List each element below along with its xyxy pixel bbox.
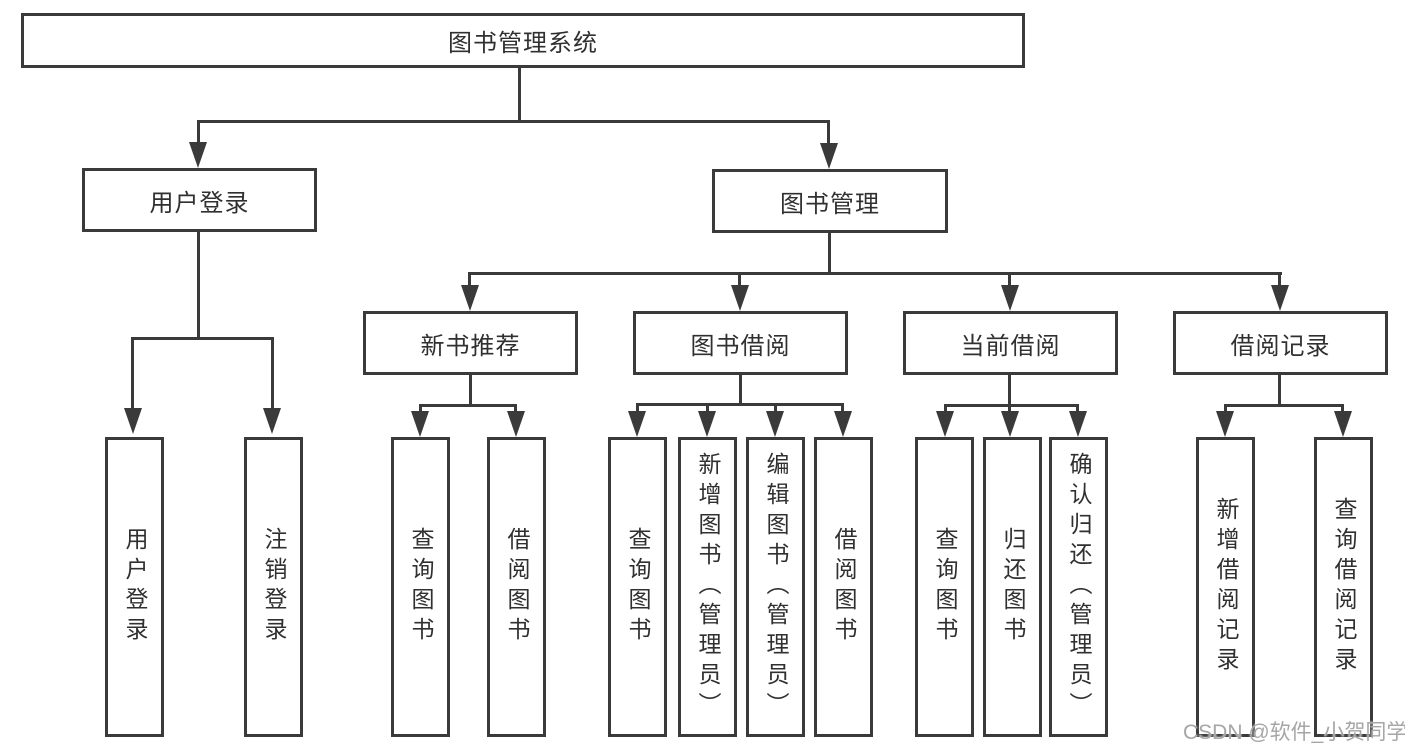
csdn-watermark: CSDN @软件_小贺同学 [1183, 721, 1405, 744]
connector-line [1076, 404, 1079, 412]
connector-line [1008, 272, 1011, 287]
arrow-down-icon [263, 408, 281, 434]
leaf-return-book: 归还图书 [983, 437, 1042, 737]
connector-line [636, 403, 844, 406]
arrow-down-icon [189, 142, 207, 168]
node-new-book-recommend-label: 新书推荐 [420, 332, 521, 360]
connector-line [469, 375, 472, 406]
connector-line [1008, 374, 1011, 407]
leaf-user-login: 用户登录 [105, 437, 164, 737]
leaf-query-book-2: 查询图书 [608, 437, 667, 737]
arrow-down-icon [936, 411, 954, 437]
leaf-query-book-1-label: 查询图书 [408, 527, 434, 647]
node-book-borrow-label: 图书借阅 [690, 332, 791, 360]
connector-line [419, 404, 422, 412]
connector-line [1008, 404, 1011, 412]
node-book-management-label: 图书管理 [780, 190, 880, 218]
node-book-borrow: 图书借阅 [633, 311, 848, 375]
connector-line [944, 404, 947, 412]
leaf-add-borrow-record: 新增借阅记录 [1196, 437, 1255, 737]
leaf-query-book-1: 查询图书 [391, 437, 450, 737]
connector-line [944, 404, 1079, 407]
arrow-down-icon [820, 143, 838, 169]
node-borrow-record: 借阅记录 [1173, 311, 1388, 375]
arrow-down-icon [1001, 411, 1019, 437]
arrow-down-icon [1271, 285, 1289, 311]
connector-line [636, 403, 639, 412]
connector-line [468, 272, 471, 287]
arrow-down-icon [411, 411, 429, 437]
arrow-down-icon [628, 411, 646, 437]
connector-line [514, 404, 517, 412]
leaf-logout: 注销登录 [244, 437, 303, 737]
connector-line [828, 233, 831, 274]
connector-line [827, 120, 830, 145]
leaf-confirm-return-admin: 确认归还（管理员） [1049, 437, 1108, 737]
connector-line [739, 375, 742, 405]
connector-line [468, 272, 1282, 275]
leaf-add-book-admin-label: 新增图书（管理员） [695, 452, 721, 722]
arrow-down-icon [698, 411, 716, 437]
connector-line [197, 232, 200, 337]
connector-line [518, 68, 521, 120]
connector-line [271, 337, 274, 410]
leaf-add-book-admin: 新增图书（管理员） [678, 437, 737, 737]
leaf-query-borrow-record-label: 查询借阅记录 [1331, 497, 1357, 677]
arrow-down-icon [1069, 411, 1087, 437]
arrow-down-icon [834, 411, 852, 437]
arrow-down-icon [731, 285, 749, 311]
leaf-edit-book-admin: 编辑图书（管理员） [746, 437, 805, 737]
connector-line [841, 403, 844, 412]
arrow-down-icon [1216, 411, 1234, 437]
leaf-user-login-label: 用户登录 [122, 527, 148, 647]
arrow-down-icon [124, 408, 142, 434]
connector-line [1278, 375, 1281, 406]
connector-line [132, 337, 274, 340]
leaf-query-book-2-label: 查询图书 [625, 527, 651, 647]
leaf-add-borrow-record-label: 新增借阅记录 [1213, 497, 1239, 677]
connector-line [1224, 404, 1344, 407]
node-root: 图书管理系统 [21, 13, 1025, 68]
connector-line [419, 404, 517, 407]
node-root-label: 图书管理系统 [448, 30, 598, 57]
node-new-book-recommend: 新书推荐 [363, 311, 578, 375]
leaf-borrow-book-2: 借阅图书 [814, 437, 873, 737]
node-current-borrow: 当前借阅 [903, 311, 1118, 375]
connector-line [1224, 404, 1227, 412]
connector-line [1341, 404, 1344, 412]
connector-line [774, 403, 777, 412]
leaf-borrow-book-2-label: 借阅图书 [831, 527, 857, 647]
connector-line [131, 337, 134, 410]
leaf-edit-book-admin-label: 编辑图书（管理员） [763, 452, 789, 722]
connector-line [197, 120, 200, 145]
connector-line [706, 403, 709, 412]
leaf-borrow-book-1-label: 借阅图书 [504, 527, 530, 647]
arrow-down-icon [766, 411, 784, 437]
connector-line [1278, 272, 1281, 287]
node-user-login-label: 用户登录 [149, 189, 250, 217]
node-book-management: 图书管理 [712, 169, 948, 233]
node-user-login: 用户登录 [82, 168, 317, 232]
arrow-down-icon [1001, 285, 1019, 311]
leaf-borrow-book-1: 借阅图书 [487, 437, 546, 737]
arrow-down-icon [1334, 411, 1352, 437]
leaf-confirm-return-admin-label: 确认归还（管理员） [1066, 452, 1092, 722]
leaf-return-book-label: 归还图书 [1000, 527, 1026, 647]
arrow-down-icon [507, 411, 525, 437]
leaf-query-book-3-label: 查询图书 [932, 527, 958, 647]
connector-line [197, 120, 830, 123]
arrow-down-icon [461, 285, 479, 311]
leaf-logout-label: 注销登录 [261, 527, 287, 647]
node-borrow-record-label: 借阅记录 [1230, 332, 1331, 360]
leaf-query-borrow-record: 查询借阅记录 [1314, 437, 1373, 737]
node-current-borrow-label: 当前借阅 [960, 332, 1061, 360]
leaf-query-book-3: 查询图书 [915, 437, 974, 737]
connector-line [738, 272, 741, 287]
